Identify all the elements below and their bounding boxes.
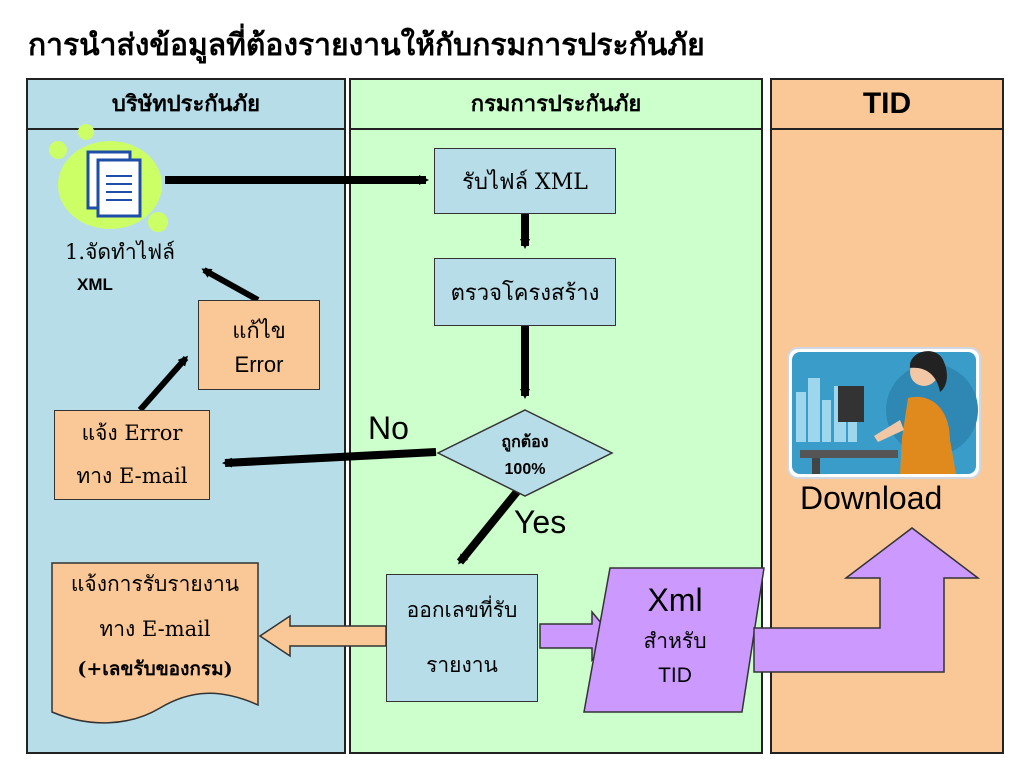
notify-error-line1: แจ้ง Error: [81, 421, 183, 445]
download-label: Download: [800, 480, 943, 516]
lane-tid-header: TID: [772, 80, 1002, 130]
issue-number-box: ออกเลขที่รับ รายงาน: [386, 574, 538, 702]
check-structure-box: ตรวจโครงสร้าง: [434, 258, 616, 326]
decision-line1: ถูกต้อง: [501, 432, 549, 451]
fix-error-line2: Error: [234, 351, 284, 377]
prepare-xml-line1: 1.จัดทำไฟล์: [65, 240, 175, 264]
receipt-notice-shape: [51, 562, 259, 724]
prepare-xml-label: 1.จัดทำไฟล์ XML: [40, 236, 200, 295]
fix-error-box: แก้ไข Error: [198, 300, 320, 390]
xml-output-shape: [583, 567, 765, 713]
xml-output-text: Xml สำหรับ TID: [600, 582, 750, 688]
woman-computer-clipart: [787, 347, 981, 479]
lane-department-header: กรมการประกันภัย: [351, 80, 761, 130]
notify-error-line2: ทาง E-mail: [76, 464, 188, 488]
lane-insurer-header: บริษัทประกันภัย: [28, 80, 344, 130]
page-title: การนำส่งข้อมูลที่ต้องรายงานให้กับกรมการป…: [28, 28, 705, 63]
orange-block-arrow: [258, 614, 387, 658]
notify-receipt-line1: แจ้งการรับรายงาน: [70, 572, 240, 596]
prepare-xml-line2: XML: [77, 275, 113, 294]
arrow-error-to-fix: [137, 355, 189, 412]
arrow-decision-to-error: [222, 448, 437, 468]
no-label: No: [368, 410, 409, 446]
download-bent-arrow: [753, 527, 981, 673]
receive-xml-box: รับไฟล์ XML: [434, 148, 616, 214]
check-structure-label: ตรวจโครงสร้าง: [450, 280, 600, 306]
fix-error-line1: แก้ไข: [232, 318, 286, 344]
notify-receipt-line2: ทาง E-mail: [99, 617, 211, 641]
yes-label: Yes: [514, 504, 567, 540]
decision-diamond: [436, 409, 614, 497]
xml-output-line2: สำหรับ: [643, 629, 707, 653]
notify-receipt-line3: (+เลขรับของกรม): [77, 658, 233, 680]
decision-line2: 100%: [504, 461, 546, 478]
notify-receipt-text: แจ้งการรับรายงาน ทาง E-mail (+เลขรับของก…: [52, 568, 258, 684]
receive-xml-label: รับไฟล์ XML: [462, 169, 588, 195]
xml-output-line1: Xml: [647, 582, 703, 618]
issue-number-line1: ออกเลขที่รับ: [406, 598, 518, 622]
xml-output-line3: TID: [658, 664, 692, 687]
arrow-decision-to-issue: [456, 485, 524, 565]
notify-error-box: แจ้ง Error ทาง E-mail: [54, 410, 210, 500]
issue-number-line2: รายงาน: [426, 653, 498, 677]
arrow-fix-to-prepare: [201, 267, 260, 303]
xml-file-icon: [49, 124, 168, 232]
decision-text: ถูกต้อง 100%: [470, 430, 580, 479]
